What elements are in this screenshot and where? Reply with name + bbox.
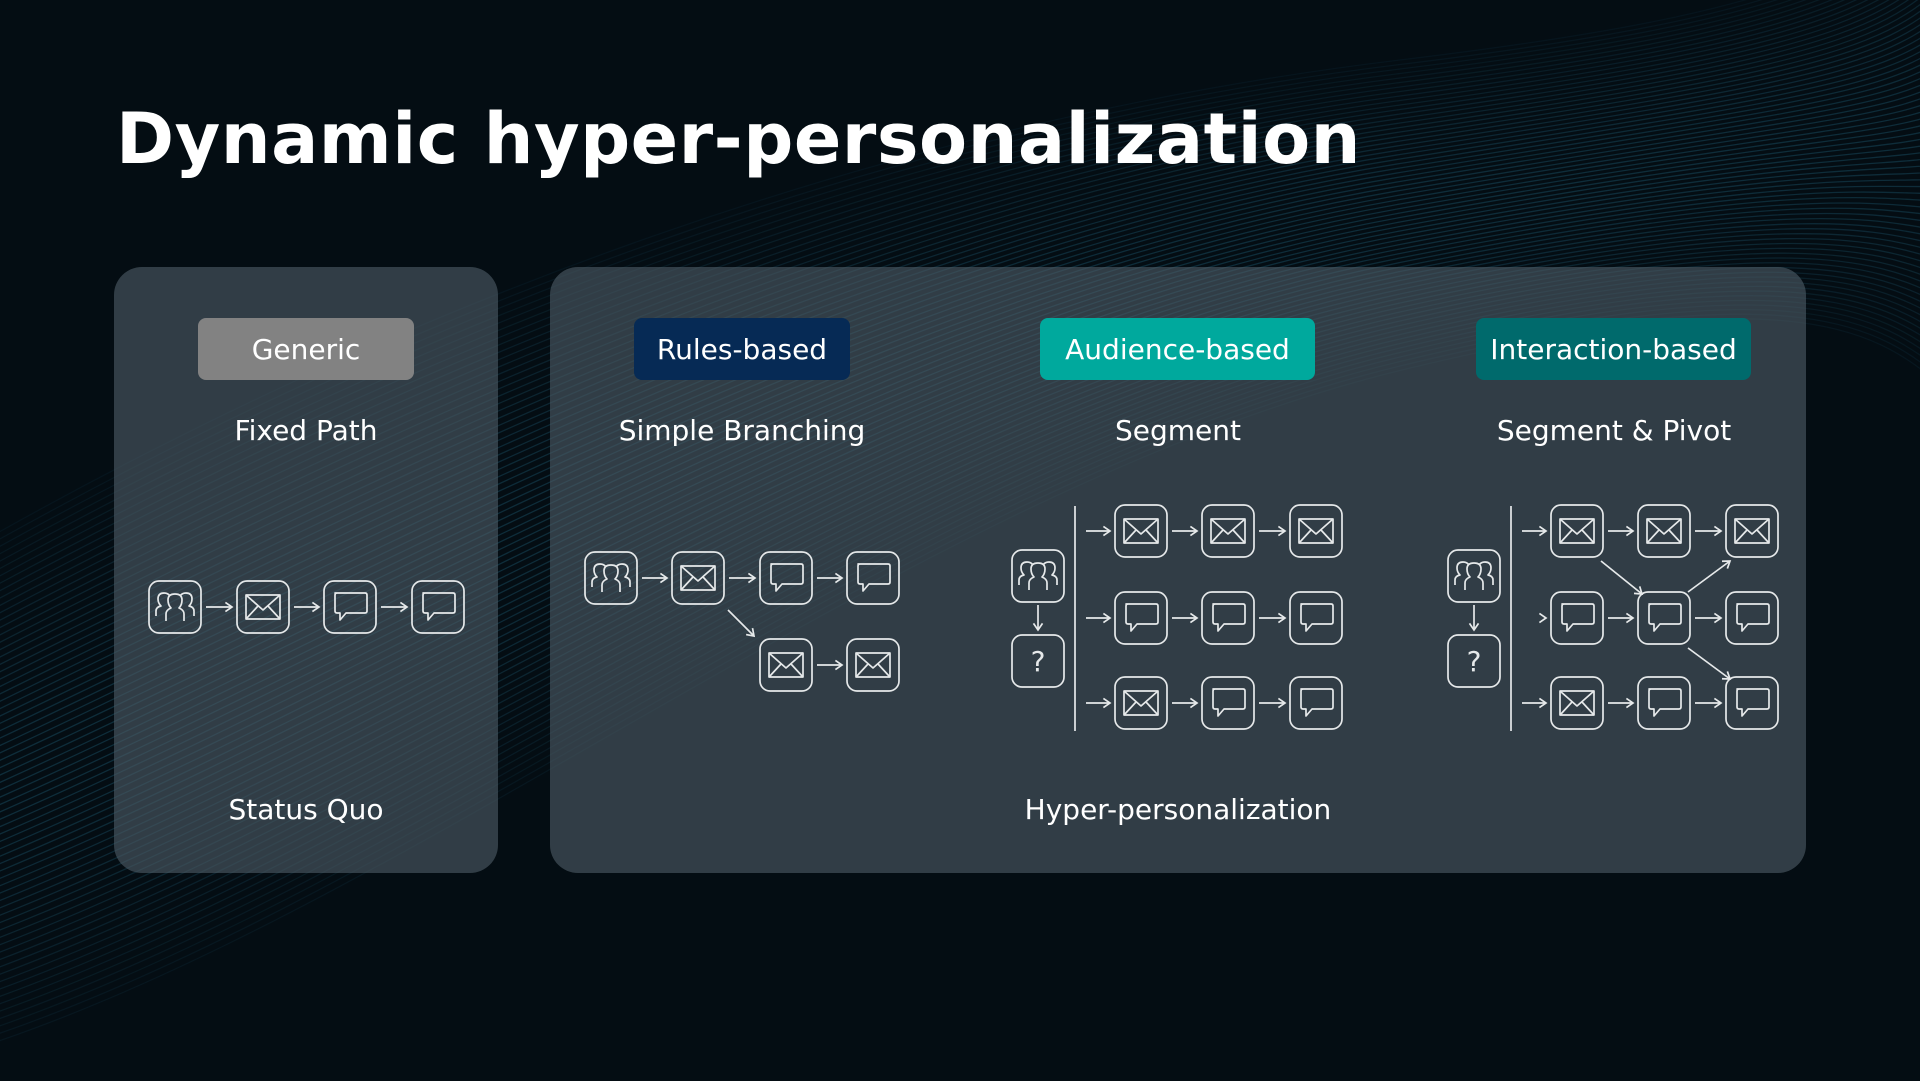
subtitle-segment: Segment	[1115, 414, 1241, 447]
page-title: Dynamic hyper-personalization	[116, 98, 1362, 180]
arrow-icon	[1259, 697, 1287, 709]
arrow-icon	[1608, 525, 1635, 537]
envelope-icon	[1550, 504, 1604, 558]
arrow-icon	[1608, 612, 1635, 624]
arrow-icon	[1538, 612, 1548, 624]
badge-interaction-based: Interaction-based	[1476, 318, 1751, 380]
chat-icon	[1725, 676, 1779, 730]
people-icon	[1011, 549, 1065, 603]
envelope-icon	[1114, 504, 1168, 558]
arrow-icon	[1468, 605, 1480, 632]
envelope-icon	[1114, 676, 1168, 730]
arrow-icon	[1695, 697, 1723, 709]
arrow-icon	[1687, 560, 1732, 593]
chat-icon	[1114, 591, 1168, 645]
badge-generic: Generic	[198, 318, 414, 380]
chat-icon	[1289, 676, 1343, 730]
footer-hyper-personalization: Hyper-personalization	[1024, 793, 1332, 826]
chat-icon	[323, 580, 377, 634]
arrow-icon	[1695, 612, 1723, 624]
envelope-icon	[1637, 504, 1691, 558]
envelope-icon	[759, 638, 813, 692]
arrow-icon	[817, 572, 844, 584]
arrow-icon	[1086, 525, 1112, 537]
chat-icon	[1725, 591, 1779, 645]
badge-audience-based: Audience-based	[1040, 318, 1315, 380]
envelope-icon	[1289, 504, 1343, 558]
envelope-icon	[1725, 504, 1779, 558]
chat-icon	[1201, 591, 1255, 645]
arrow-icon	[1608, 697, 1635, 709]
arrow-icon	[1687, 647, 1732, 680]
envelope-icon	[1201, 504, 1255, 558]
arrow-icon	[1032, 605, 1044, 632]
chat-icon	[1289, 591, 1343, 645]
chat-icon	[846, 551, 900, 605]
subtitle-fixed-path: Fixed Path	[234, 414, 378, 447]
subtitle-simple-branching: Simple Branching	[618, 414, 866, 447]
question-icon: ?	[1447, 634, 1501, 688]
arrow-icon	[1695, 525, 1723, 537]
people-icon	[148, 580, 202, 634]
arrow-icon	[294, 601, 321, 613]
chat-icon	[1637, 591, 1691, 645]
badge-rules-based: Rules-based	[634, 318, 850, 380]
arrow-icon	[642, 572, 669, 584]
question-mark: ?	[1031, 645, 1046, 678]
arrow-icon	[1259, 525, 1287, 537]
chat-icon	[411, 580, 465, 634]
chat-icon	[759, 551, 813, 605]
question-mark: ?	[1467, 645, 1482, 678]
arrow-icon	[727, 609, 756, 638]
subtitle-segment-pivot: Segment & Pivot	[1496, 414, 1732, 447]
arrow-icon	[1172, 525, 1199, 537]
arrow-icon	[729, 572, 757, 584]
arrow-icon	[1522, 697, 1548, 709]
arrow-icon	[1086, 697, 1112, 709]
arrow-icon	[1172, 697, 1199, 709]
envelope-icon	[671, 551, 725, 605]
envelope-icon	[1550, 676, 1604, 730]
chat-icon	[1201, 676, 1255, 730]
arrow-icon	[1522, 525, 1548, 537]
chat-icon	[1550, 591, 1604, 645]
arrow-icon	[1600, 560, 1644, 595]
chat-icon	[1637, 676, 1691, 730]
arrow-icon	[817, 659, 844, 671]
envelope-icon	[846, 638, 900, 692]
arrow-icon	[381, 601, 409, 613]
arrow-icon	[1259, 612, 1287, 624]
arrow-icon	[206, 601, 234, 613]
people-icon	[1447, 549, 1501, 603]
arrow-icon	[1086, 612, 1112, 624]
envelope-icon	[236, 580, 290, 634]
footer-status-quo: Status Quo	[228, 793, 384, 826]
question-icon: ?	[1011, 634, 1065, 688]
arrow-icon	[1172, 612, 1199, 624]
people-icon	[584, 551, 638, 605]
